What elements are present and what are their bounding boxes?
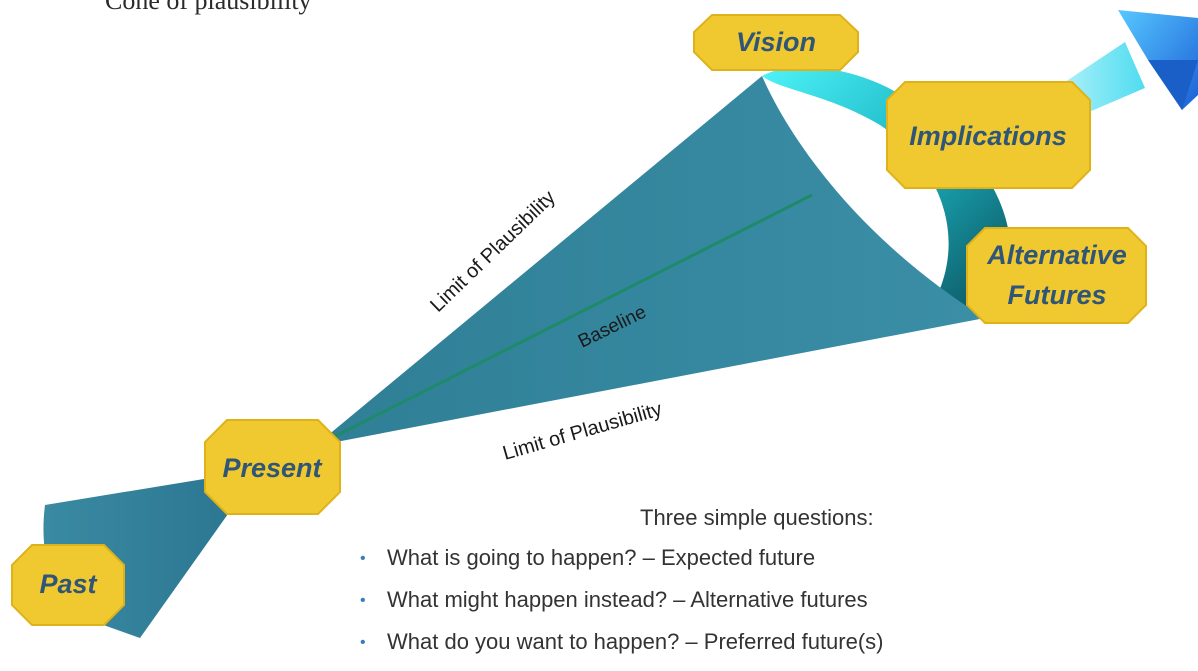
alternative-futures-badge: Alternative Futures [966,227,1147,324]
limit-lower-label: Limit of Plausibility [500,398,664,464]
vision-label: Vision [736,27,816,57]
question-item: •What do you want to happen? – Preferred… [360,629,884,654]
cone-end-cap [762,67,1011,318]
question-item: •What is going to happen? – Expected fut… [360,545,816,570]
bullet-icon: • [360,592,366,610]
question-item: •What might happen instead? – Alternativ… [360,587,868,612]
questions-heading: Three simple questions: [640,505,874,530]
present-badge: Present [204,419,341,515]
alternative-futures-line2: Futures [1007,280,1106,310]
cone-body [315,76,985,446]
vision-badge: Vision [693,14,859,71]
alternative-futures-line1: Alternative [986,240,1127,270]
questions-list: •What is going to happen? – Expected fut… [360,545,884,671]
past-label: Past [39,569,97,599]
bullet-icon: • [360,634,366,652]
diagram-title: Cone of plausibility [105,0,312,15]
implications-label: Implications [909,121,1067,151]
baseline-line [317,193,813,447]
past-badge: Past [11,544,125,626]
implications-badge: Implications [886,81,1091,189]
present-label: Present [222,453,322,483]
bullet-icon: • [360,550,366,568]
arrow-icon [1118,10,1198,110]
